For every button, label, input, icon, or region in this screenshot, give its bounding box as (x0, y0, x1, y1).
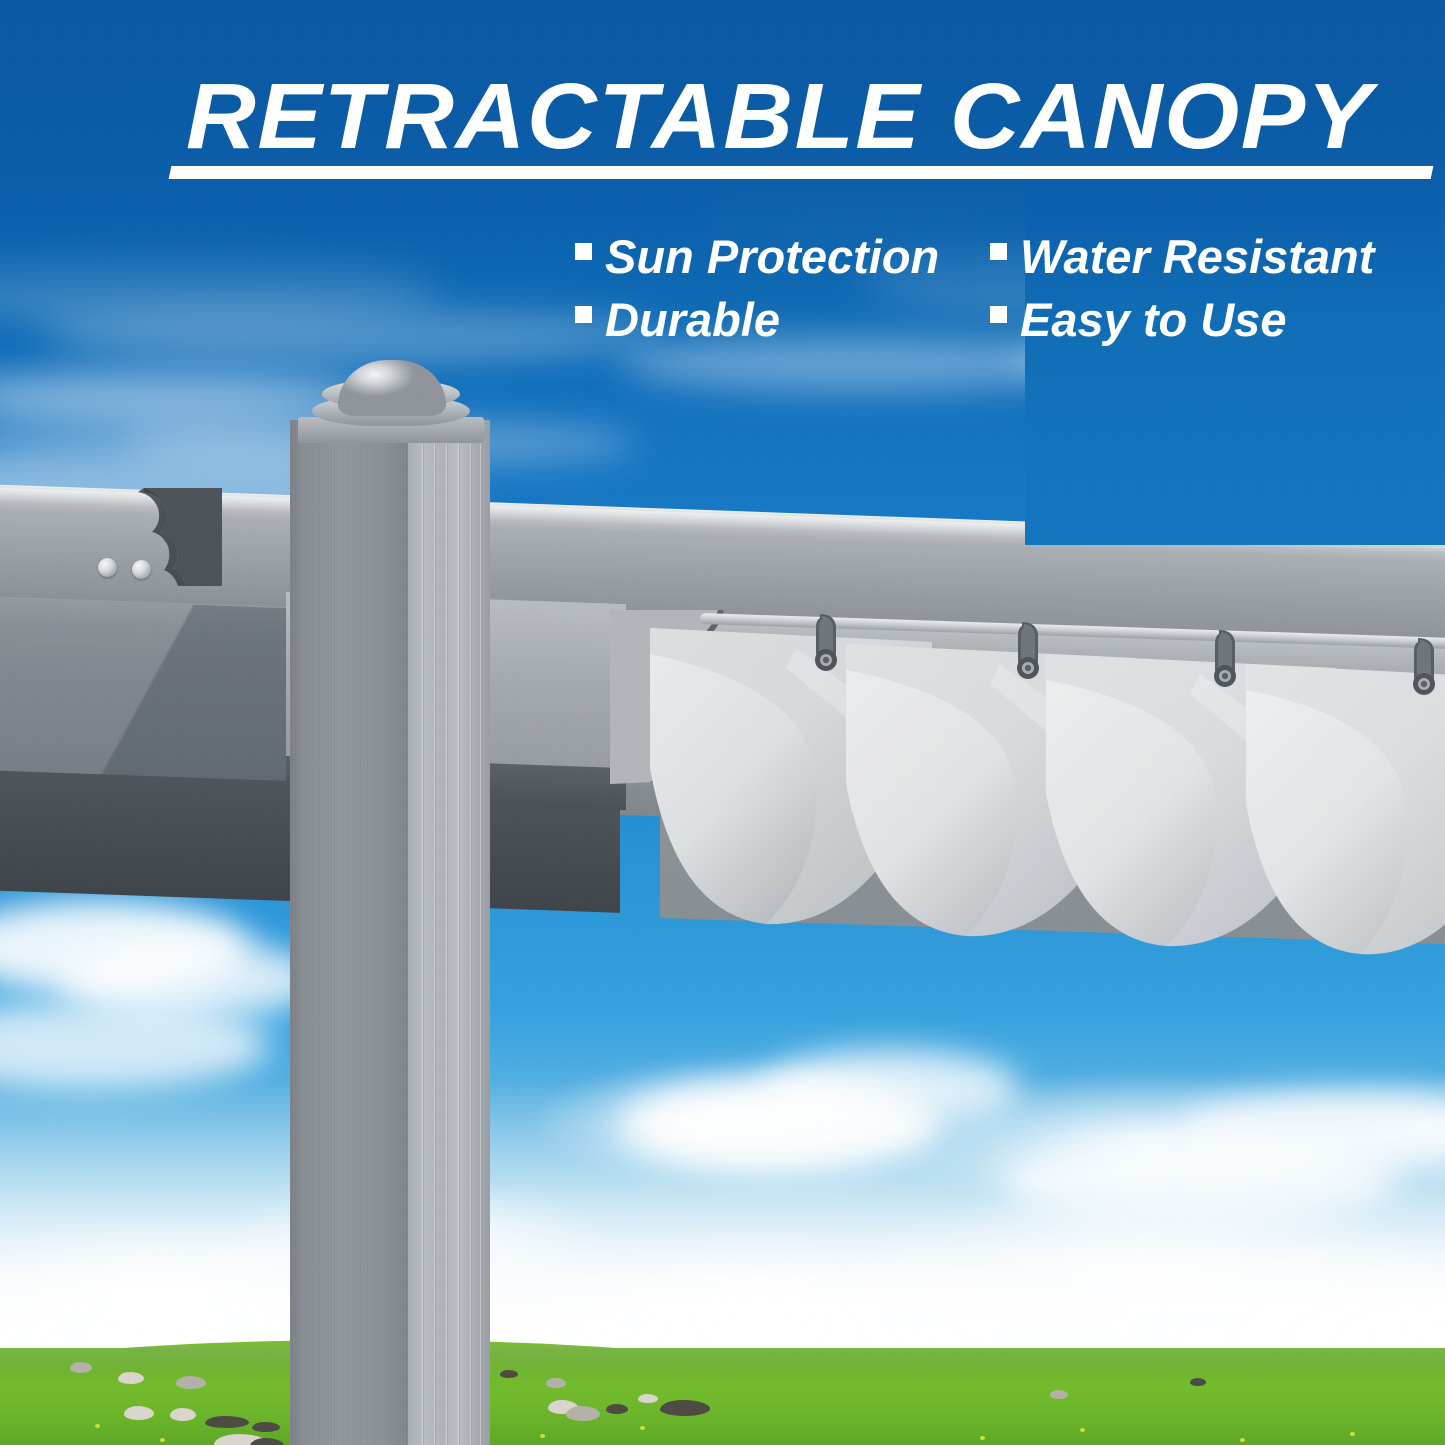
rock (546, 1378, 566, 1388)
rock (176, 1376, 206, 1389)
post-cap-dome-finial-icon (338, 360, 446, 416)
rock (500, 1370, 518, 1378)
canopy-slider-hook-icon (1404, 636, 1445, 706)
wildflower (160, 1438, 165, 1442)
wildflower (640, 1426, 645, 1430)
rock (1050, 1390, 1068, 1399)
cloud-bank-horizon (0, 1080, 1445, 1370)
post-flute (446, 420, 448, 1445)
pergola-post (290, 420, 490, 1445)
wildflower (1350, 1432, 1355, 1436)
grass-field (0, 1348, 1445, 1445)
square-bullet-icon (990, 305, 1007, 323)
feature-row: Durable Easy to Use (575, 292, 1395, 346)
rock (566, 1406, 600, 1421)
square-bullet-icon (575, 242, 592, 260)
title-underline-rule (168, 166, 1434, 179)
post-side-face (408, 420, 490, 1445)
rock (214, 1434, 268, 1445)
feature-label: Sun Protection (605, 230, 940, 283)
rock (70, 1362, 92, 1373)
page-title: RETRACTABLE CANOPY (186, 64, 1373, 168)
canopy-slider-hook-icon (1008, 620, 1052, 690)
feature-item-water-resistant: Water Resistant (990, 230, 1375, 283)
bolt-head (132, 560, 151, 579)
cirrus-wisp (0, 370, 370, 424)
feature-item-sun-protection: Sun Protection (575, 230, 990, 283)
canopy-slider-hook-icon (1205, 628, 1249, 698)
feature-row: Sun Protection Water Resistant (575, 230, 1395, 283)
feature-label: Easy to Use (1020, 292, 1287, 346)
wildflower (1240, 1438, 1245, 1442)
post-flute (422, 420, 424, 1445)
square-bullet-icon (990, 242, 1007, 260)
post-flute (470, 420, 472, 1445)
canopy-slider-hook-icon (806, 612, 850, 682)
rock (118, 1372, 144, 1384)
feature-list: Sun Protection Water Resistant Durable E… (575, 230, 1395, 358)
wildflower (540, 1434, 545, 1438)
scalloped-rafter-tail-icon (126, 486, 236, 594)
rock (660, 1400, 710, 1416)
feature-item-easy-to-use: Easy to Use (990, 292, 1287, 346)
wildflower (95, 1424, 100, 1428)
canopy-swag (1240, 660, 1445, 990)
bolt-head (98, 558, 117, 577)
rock (606, 1404, 628, 1414)
rock (205, 1416, 249, 1428)
rock (252, 1422, 280, 1432)
wildflower (980, 1436, 985, 1440)
rock (124, 1406, 154, 1420)
post-flute (434, 420, 436, 1445)
feature-item-durable: Durable (575, 292, 990, 346)
square-bullet-icon (575, 305, 592, 323)
rock (170, 1408, 196, 1421)
post-front-face (290, 420, 408, 1445)
feature-label: Durable (605, 292, 780, 346)
rock (250, 1438, 284, 1445)
feature-label: Water Resistant (1020, 230, 1375, 283)
wildflower (1080, 1428, 1085, 1432)
rock (638, 1394, 658, 1403)
post-flute (480, 420, 482, 1445)
header-blue-overlay (0, 0, 1445, 360)
rock (1190, 1378, 1206, 1386)
post-flute (458, 420, 460, 1445)
